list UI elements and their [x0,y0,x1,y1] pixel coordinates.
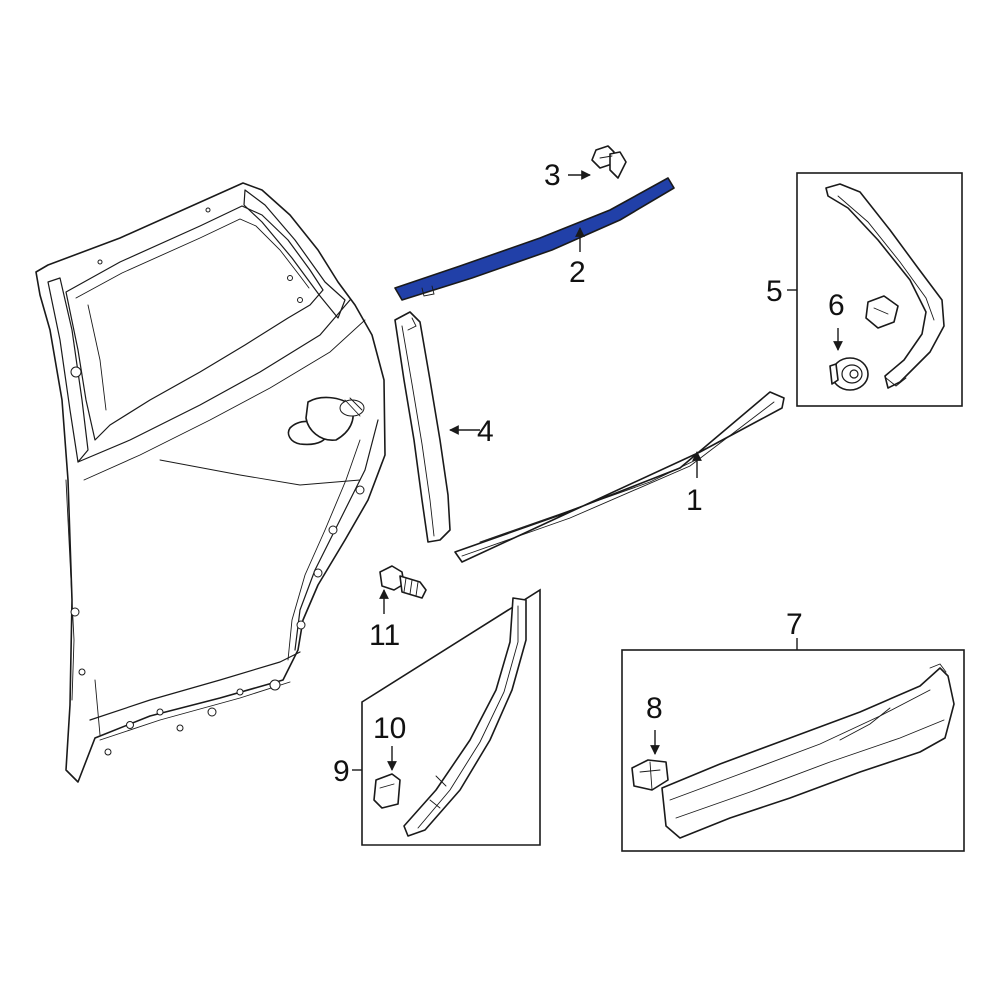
callout-8: 8 [646,692,663,725]
box-7-rocker-molding [621,649,965,852]
leader-lines [352,170,843,771]
callout-6: 6 [828,289,845,322]
callout-7: 7 [786,608,803,641]
callout-labels: 1 2 3 4 5 6 7 8 9 10 11 [333,159,845,788]
callout-11: 11 [369,619,400,652]
part-11-bolt[interactable] [379,565,427,599]
callout-5: 5 [766,275,783,308]
callout-2: 2 [569,256,586,289]
box-9-arch-piece [361,588,541,846]
callout-4: 4 [477,415,494,448]
part-3-clip[interactable] [591,145,627,179]
part-1-belt-molding[interactable] [454,391,785,563]
callout-3: 3 [544,159,561,192]
callout-9: 9 [333,755,350,788]
callout-10: 10 [373,712,406,745]
rear-door-shell [35,182,386,783]
box-5-arch-molding [796,172,963,407]
part-4-pillar-applique[interactable] [394,311,451,543]
part-2-roof-molding[interactable] [394,177,675,301]
callout-1: 1 [686,484,703,517]
